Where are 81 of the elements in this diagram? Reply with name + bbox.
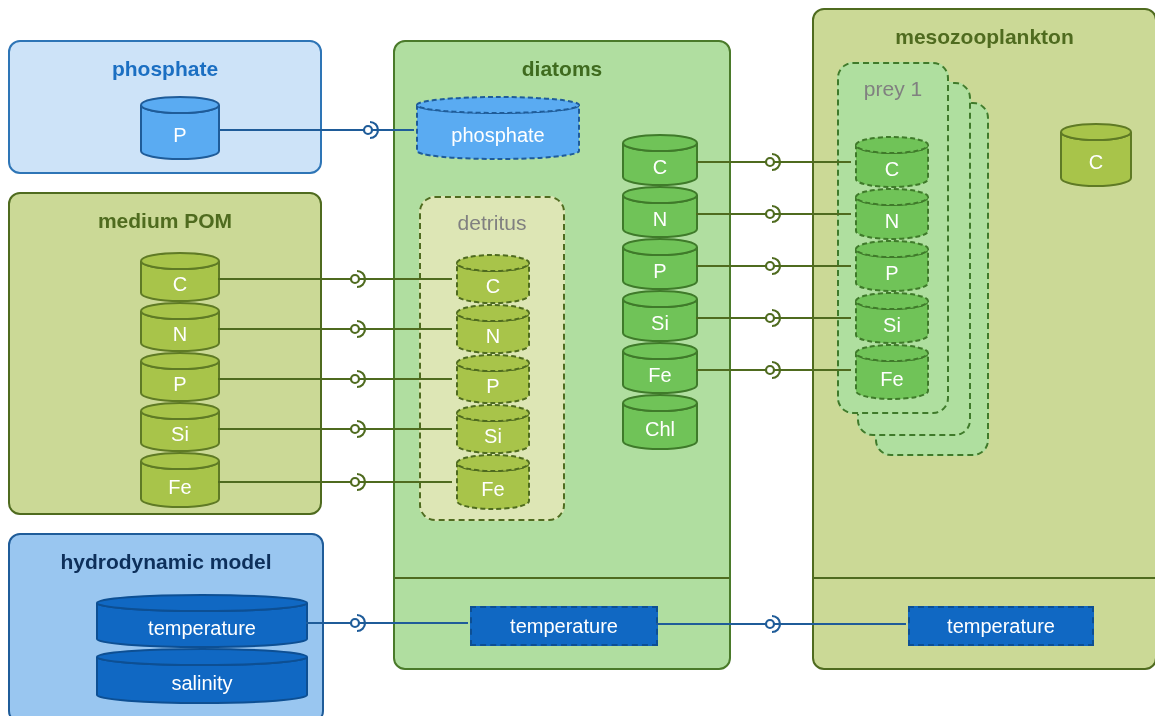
variable-label: C [884, 159, 900, 179]
cylinder-store [622, 238, 698, 290]
variable-label: C [652, 157, 668, 177]
variable-label: Chl [645, 419, 675, 439]
cylinder-store [456, 454, 530, 510]
cylinder-store [622, 342, 698, 394]
connector-line [217, 129, 415, 131]
cylinder-store [622, 290, 698, 342]
variable-label: N [884, 211, 900, 231]
connector-line [217, 328, 453, 330]
cylinder-store [456, 304, 530, 354]
cylinder-store [140, 402, 220, 452]
panel-title: prey 1 [862, 78, 924, 99]
connector-line [695, 369, 852, 371]
variable-label: P [486, 376, 500, 396]
cylinder-store [456, 254, 530, 304]
panel-title: medium POM [96, 210, 234, 231]
connector-line [695, 317, 852, 319]
cylinder-store [140, 352, 220, 402]
connector-line [305, 622, 469, 624]
variable-box: temperature [470, 606, 658, 646]
panel-title: phosphate [110, 58, 220, 79]
cylinder-store [855, 188, 929, 240]
variable-label: phosphate [451, 125, 545, 145]
variable-label: C [1088, 152, 1104, 172]
connector-line [655, 623, 907, 625]
variable-label: C [172, 274, 188, 294]
variable-label: Si [651, 313, 669, 333]
cylinder-store [140, 302, 220, 352]
variable-label: Fe [168, 477, 192, 497]
connector-line [217, 278, 453, 280]
variable-label: salinity [171, 673, 233, 693]
cylinder-store [456, 404, 530, 454]
variable-label: P [173, 125, 187, 145]
variable-label: Si [171, 424, 189, 444]
connector-line [695, 265, 852, 267]
cylinder-store [855, 240, 929, 292]
connector-line [217, 378, 453, 380]
connector-line [217, 428, 453, 430]
variable-label: N [485, 326, 501, 346]
component-panel [393, 40, 731, 670]
connector-line [217, 481, 453, 483]
cylinder-store [622, 186, 698, 238]
cylinder-store [140, 252, 220, 302]
cylinder-store [96, 648, 308, 704]
component-panel [8, 192, 322, 515]
cylinder-store [456, 354, 530, 404]
cylinder-store [855, 292, 929, 344]
component-panel [8, 533, 324, 716]
cylinder-store [855, 136, 929, 188]
variable-label: Fe [648, 365, 672, 385]
component-panel [8, 40, 322, 174]
connector-line [695, 213, 852, 215]
cylinder-store [622, 134, 698, 186]
cylinder-store [622, 394, 698, 450]
panel-title: mesozooplankton [894, 26, 1075, 47]
cylinder-store [855, 344, 929, 400]
cylinder-store [96, 594, 308, 648]
panel-title: hydrodynamic model [59, 551, 273, 572]
variable-label: Fe [880, 369, 904, 389]
cylinder-store [1060, 123, 1132, 187]
component-panel [812, 8, 1155, 670]
variable-label: N [652, 209, 668, 229]
cylinder-store [416, 96, 580, 160]
variable-label: P [653, 261, 667, 281]
variable-label: N [172, 324, 188, 344]
panel-title: detritus [456, 212, 528, 233]
cylinder-store [140, 96, 220, 160]
panel-title: diatoms [520, 58, 604, 79]
connector-line [695, 161, 852, 163]
component-panel [837, 62, 949, 414]
variable-label: P [173, 374, 187, 394]
variable-label: temperature [148, 618, 256, 638]
variable-box: temperature [908, 606, 1094, 646]
variable-label: Si [484, 426, 502, 446]
component-panel [419, 196, 565, 521]
variable-label: C [485, 276, 501, 296]
variable-label: Fe [481, 479, 505, 499]
variable-label: P [885, 263, 899, 283]
variable-label: Si [883, 315, 901, 335]
cylinder-store [140, 452, 220, 508]
